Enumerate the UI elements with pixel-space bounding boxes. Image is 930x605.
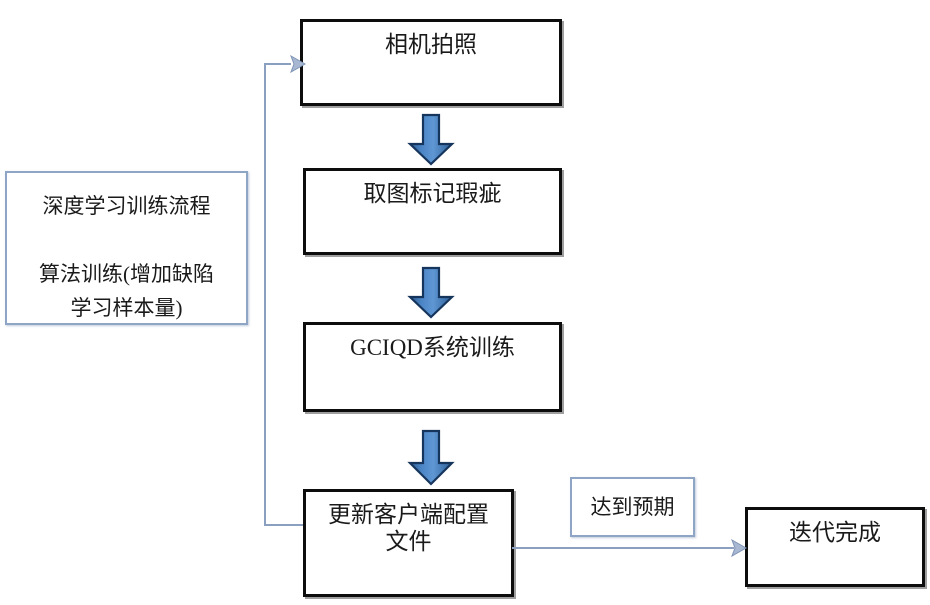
connector-update-to-iteration — [512, 538, 752, 560]
block-arrow-camera-to-mark — [407, 113, 455, 166]
node-camera-capture-label: 相机拍照 — [385, 32, 477, 57]
node-gciqd-system-training[interactable]: GCIQD系统训练 — [303, 322, 562, 412]
block-arrow-mark-to-gciqd — [407, 266, 455, 319]
annotation-meets-expectation: 达到预期 — [570, 477, 695, 537]
node-mark-defects[interactable]: 取图标记瑕疵 — [303, 168, 562, 255]
node-iteration-complete[interactable]: 迭代完成 — [745, 507, 925, 587]
node-iteration-complete-label: 迭代完成 — [789, 520, 881, 545]
connector-feedback-loop — [258, 54, 313, 535]
node-gciqd-system-training-label: GCIQD系统训练 — [350, 335, 515, 360]
node-update-client-config-file-label: 更新客户端配置 文件 — [328, 502, 489, 555]
node-mark-defects-label: 取图标记瑕疵 — [363, 181, 502, 206]
node-update-client-config-file[interactable]: 更新客户端配置 文件 — [303, 489, 514, 597]
deep-learning-training-panel-label: 深度学习训练流程 算法训练(增加缺陷 学习样本量) — [39, 194, 214, 321]
node-camera-capture[interactable]: 相机拍照 — [300, 19, 562, 106]
annotation-meets-expectation-label: 达到预期 — [590, 494, 675, 519]
deep-learning-training-panel: 深度学习训练流程 算法训练(增加缺陷 学习样本量) — [5, 171, 248, 325]
block-arrow-gciqd-to-update — [407, 429, 455, 486]
